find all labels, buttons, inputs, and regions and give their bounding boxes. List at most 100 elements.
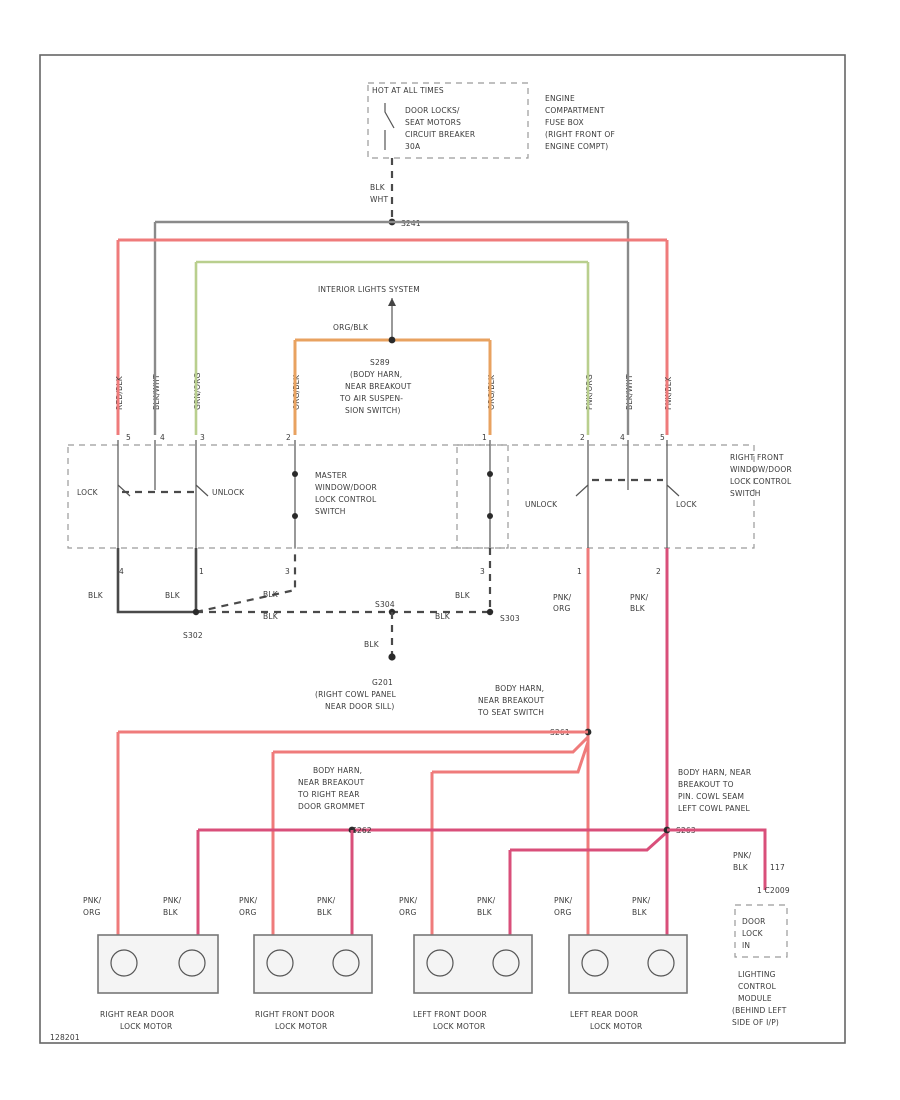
svg-text:5: 5	[126, 433, 131, 442]
svg-text:TO SEAT SWITCH: TO SEAT SWITCH	[477, 708, 544, 717]
svg-text:1: 1	[482, 433, 487, 442]
svg-text:SION SWITCH): SION SWITCH)	[345, 406, 401, 415]
svg-text:5: 5	[660, 433, 665, 442]
motor-right-front: PNK/ ORG PNK/ BLK RIGHT FRONT DOOR LOCK …	[239, 896, 373, 1031]
svg-text:ORG: ORG	[554, 908, 572, 917]
svg-text:TO RIGHT REAR: TO RIGHT REAR	[297, 790, 360, 799]
svg-text:117: 117	[770, 863, 785, 872]
interior-lights-label: INTERIOR LIGHTS SYSTEM	[318, 285, 420, 294]
svg-text:WINDOW/DOOR: WINDOW/DOOR	[315, 483, 377, 492]
svg-text:MASTER: MASTER	[315, 471, 347, 480]
svg-text:BLK: BLK	[165, 591, 181, 600]
svg-text:3: 3	[285, 567, 290, 576]
svg-text:S304: S304	[375, 600, 395, 609]
svg-text:FUSE BOX: FUSE BOX	[545, 118, 584, 127]
diagram-code: 128201	[50, 1033, 80, 1042]
svg-text:ORG: ORG	[83, 908, 101, 917]
svg-text:BLK/WHT: BLK/WHT	[625, 374, 634, 410]
svg-text:3: 3	[200, 433, 205, 442]
svg-text:BODY HARN,: BODY HARN,	[495, 684, 544, 693]
motor-right-rear: PNK/ ORG PNK/ BLK RIGHT REAR DOOR LOCK M…	[83, 896, 219, 1031]
svg-text:1: 1	[199, 567, 204, 576]
svg-text:UNLOCK: UNLOCK	[525, 500, 558, 509]
svg-text:LOCK MOTOR: LOCK MOTOR	[590, 1022, 642, 1031]
svg-text:GRN/ORG: GRN/ORG	[193, 373, 202, 411]
svg-text:PNK/: PNK/	[317, 896, 336, 905]
svg-text:3: 3	[480, 567, 485, 576]
svg-text:BODY HARN,: BODY HARN,	[313, 766, 362, 775]
svg-text:LOCK: LOCK	[77, 488, 99, 497]
svg-text:DOOR: DOOR	[742, 917, 766, 926]
svg-text:(RIGHT FRONT OF: (RIGHT FRONT OF	[545, 130, 615, 139]
svg-text:BLK: BLK	[455, 591, 471, 600]
svg-text:PNK/: PNK/	[239, 896, 258, 905]
svg-text:30A: 30A	[405, 142, 421, 151]
fuse-location: ENGINE	[545, 94, 575, 103]
svg-text:PNK/: PNK/	[399, 896, 418, 905]
svg-text:S303: S303	[500, 614, 520, 623]
motor-left-front: PNK/ ORG PNK/ BLK LEFT FRONT DOOR LOCK M…	[399, 896, 533, 1031]
svg-text:BLK: BLK	[477, 908, 493, 917]
svg-text:NEAR BREAKOUT: NEAR BREAKOUT	[478, 696, 545, 705]
diagram-frame	[39, 54, 846, 1044]
svg-text:BLK: BLK	[263, 590, 279, 599]
svg-text:4: 4	[160, 433, 165, 442]
svg-text:ORG: ORG	[399, 908, 417, 917]
master-switch: LOCK UNLOCK MASTER WINDOW/DOOR LOCK CONT…	[67, 433, 509, 549]
svg-text:BLK: BLK	[317, 908, 333, 917]
svg-text:BLK: BLK	[370, 183, 386, 192]
svg-text:LOCK MOTOR: LOCK MOTOR	[275, 1022, 327, 1031]
svg-text:(BEHIND LEFT: (BEHIND LEFT	[732, 1006, 787, 1015]
svg-text:1 C2009: 1 C2009	[757, 886, 790, 895]
svg-text:SWITCH: SWITCH	[730, 489, 761, 498]
svg-text:LOCK: LOCK	[676, 500, 698, 509]
motor-left-rear: PNK/ ORG PNK/ BLK LEFT REAR DOOR LOCK MO…	[554, 896, 688, 1031]
svg-text:4: 4	[620, 433, 625, 442]
svg-text:2: 2	[286, 433, 291, 442]
svg-text:(BODY HARN,: (BODY HARN,	[350, 370, 402, 379]
svg-text:ENGINE COMPT): ENGINE COMPT)	[545, 142, 608, 151]
svg-text:BREAKOUT TO: BREAKOUT TO	[678, 780, 734, 789]
ground-g201	[388, 653, 396, 661]
svg-text:LOCK MOTOR: LOCK MOTOR	[120, 1022, 172, 1031]
svg-text:RIGHT FRONT: RIGHT FRONT	[730, 453, 784, 462]
svg-text:SEAT MOTORS: SEAT MOTORS	[405, 118, 461, 127]
svg-text:PNK/: PNK/	[553, 593, 572, 602]
svg-text:NEAR BREAKOUT: NEAR BREAKOUT	[345, 382, 412, 391]
svg-text:1: 1	[577, 567, 582, 576]
svg-text:RIGHT REAR DOOR: RIGHT REAR DOOR	[100, 1010, 174, 1019]
svg-text:S241: S241	[401, 219, 421, 228]
svg-text:BLK: BLK	[364, 640, 380, 649]
fuse-box: HOT AT ALL TIMES DOOR LOCKS/ SEAT MOTORS…	[367, 82, 615, 159]
svg-text:LOCK CONTROL: LOCK CONTROL	[315, 495, 377, 504]
svg-text:BLK: BLK	[263, 612, 279, 621]
svg-text:LOCK: LOCK	[742, 929, 764, 938]
svg-text:LOCK CONTROL: LOCK CONTROL	[730, 477, 792, 486]
svg-text:COMPARTMENT: COMPARTMENT	[545, 106, 605, 115]
svg-text:PNK/: PNK/	[163, 896, 182, 905]
svg-text:ORG: ORG	[553, 604, 571, 613]
svg-text:CONTROL: CONTROL	[738, 982, 777, 991]
svg-text:S262: S262	[352, 826, 372, 835]
svg-text:PNK/: PNK/	[554, 896, 573, 905]
fuse-header: HOT AT ALL TIMES	[372, 86, 444, 95]
svg-text:UNLOCK: UNLOCK	[212, 488, 245, 497]
svg-text:SIDE OF I/P): SIDE OF I/P)	[732, 1018, 779, 1027]
svg-text:4: 4	[119, 567, 124, 576]
svg-text:BLK: BLK	[163, 908, 179, 917]
svg-text:LEFT COWL PANEL: LEFT COWL PANEL	[678, 804, 751, 813]
svg-text:CIRCUIT BREAKER: CIRCUIT BREAKER	[405, 130, 475, 139]
svg-text:TO AIR SUSPEN-: TO AIR SUSPEN-	[339, 394, 403, 403]
svg-text:2: 2	[580, 433, 585, 442]
svg-text:MODULE: MODULE	[738, 994, 772, 1003]
svg-text:NEAR DOOR SILL): NEAR DOOR SILL)	[325, 702, 395, 711]
svg-text:LEFT FRONT DOOR: LEFT FRONT DOOR	[413, 1010, 487, 1019]
svg-text:S289: S289	[370, 358, 390, 367]
svg-text:2: 2	[656, 567, 661, 576]
svg-text:IN: IN	[742, 941, 750, 950]
svg-text:PNK/: PNK/	[632, 896, 651, 905]
svg-text:BODY HARN, NEAR: BODY HARN, NEAR	[678, 768, 751, 777]
right-front-switch: UNLOCK LOCK RIGHT FRONT WINDOW/DOOR LOCK…	[456, 433, 792, 549]
svg-text:WINDOW/DOOR: WINDOW/DOOR	[730, 465, 792, 474]
